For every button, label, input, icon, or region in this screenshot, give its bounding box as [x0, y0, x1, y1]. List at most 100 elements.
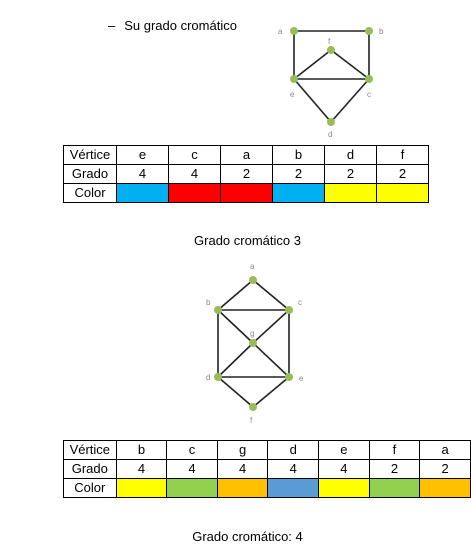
table-1-degree-row: Grado 4 4 2 2 2 2 [63, 164, 429, 184]
table-2-color-swatch [318, 478, 370, 498]
table-1-header-vertex: Vértice [63, 145, 117, 165]
node-e [285, 373, 293, 381]
edge-e-f [252, 376, 290, 408]
edge-f-c [330, 49, 370, 80]
table-2-header-degree: Grado [63, 459, 117, 479]
caption-1: Grado cromático 3 [194, 233, 301, 248]
table-1-vertex-cell: d [324, 145, 377, 165]
table-2-degree-cell: 2 [419, 459, 471, 479]
table-1-degree-cell: 4 [168, 164, 221, 184]
label-e: e [299, 374, 304, 383]
table-2-vertex-cell: c [166, 440, 218, 460]
table-2-degree-row: Grado 4 4 4 4 4 2 2 [63, 459, 471, 479]
table-2-color-swatch [368, 478, 421, 498]
table-2-vertex-row: Vértice b c g d e f a [63, 440, 471, 460]
table-2-degree-cell: 4 [166, 459, 218, 479]
table-1-vertex-cell: a [220, 145, 273, 165]
table-2-vertex-cell: b [115, 440, 168, 460]
edge-b-g [217, 309, 254, 344]
graph-2: a b c g d e f [206, 262, 304, 425]
label-a: a [250, 262, 255, 271]
table-2-color-swatch [115, 478, 168, 498]
table-1-color-swatch [168, 183, 221, 203]
node-b [365, 27, 373, 35]
graph-1-edges [293, 30, 370, 123]
table-2-degree-cell: 2 [368, 459, 421, 479]
table-2-vertex-cell: f [368, 440, 421, 460]
table-2-color-swatch [267, 478, 320, 498]
edge-e-f [293, 49, 332, 80]
node-d [327, 118, 335, 126]
label-f: f [250, 416, 253, 425]
table-1-vertex-cell: e [116, 145, 169, 165]
label-d: d [328, 130, 332, 139]
table-2-color-row: Color [63, 478, 471, 498]
label-c: c [367, 90, 371, 99]
table-1: Vértice e c a b d f Grado 4 4 2 2 2 2 Co… [63, 145, 429, 203]
table-1-degree-cell: 2 [324, 164, 377, 184]
edge-g-e [252, 342, 290, 378]
table-2-degree-cell: 4 [267, 459, 320, 479]
edge-g-d [217, 342, 254, 378]
table-2-header-vertex: Vértice [63, 440, 117, 460]
node-c [285, 306, 293, 314]
table-1-color-swatch [116, 183, 169, 203]
label-g: g [250, 329, 254, 338]
table-2-degree-cell: 4 [115, 459, 168, 479]
node-f [327, 46, 335, 54]
bullet-item: –Su grado cromático [108, 18, 237, 33]
table-2: Vértice b c g d e f a Grado 4 4 4 4 4 2 … [63, 440, 471, 498]
table-1-color-swatch [220, 183, 273, 203]
table-2-color-swatch [216, 478, 269, 498]
graph-1: a b f e c d [278, 27, 384, 139]
node-c [365, 75, 373, 83]
table-1-color-swatch [376, 183, 429, 203]
table-2-vertex-cell: g [216, 440, 269, 460]
edge-e-d [293, 78, 332, 123]
node-d [214, 373, 222, 381]
label-c: c [298, 298, 302, 307]
table-2-color-swatch [419, 478, 471, 498]
label-b: b [379, 27, 384, 36]
label-a: a [278, 27, 283, 36]
table-1-vertex-cell: c [168, 145, 221, 165]
table-1-degree-cell: 2 [220, 164, 273, 184]
graph-1-nodes [290, 27, 373, 126]
table-1-color-row: Color [63, 183, 429, 203]
caption-2: Grado cromático: 4 [192, 529, 303, 544]
table-1-degree-cell: 4 [116, 164, 169, 184]
node-e [290, 75, 298, 83]
table-2-color-swatch [166, 478, 218, 498]
table-2-vertex-cell: e [318, 440, 370, 460]
table-1-header-degree: Grado [63, 164, 117, 184]
label-e: e [290, 90, 295, 99]
node-g [249, 339, 257, 347]
label-d: d [206, 373, 210, 382]
edge-c-g [252, 309, 290, 344]
bullet-text: Su grado cromático [124, 18, 237, 33]
node-b [214, 306, 222, 314]
edge-c-d [330, 78, 370, 123]
table-1-color-swatch [272, 183, 325, 203]
table-1-vertex-cell: b [272, 145, 325, 165]
node-f [249, 403, 257, 411]
table-2-vertex-cell: d [267, 440, 320, 460]
node-a [249, 276, 257, 284]
table-2-vertex-cell: a [419, 440, 471, 460]
table-1-color-swatch [324, 183, 377, 203]
table-2-degree-cell: 4 [318, 459, 370, 479]
node-a [290, 27, 298, 35]
graph-2-edges [217, 279, 290, 408]
edge-d-f [217, 376, 254, 408]
table-2-header-color: Color [63, 478, 117, 498]
edge-a-b [217, 279, 254, 311]
bullet-dash: – [108, 18, 116, 33]
table-2-degree-cell: 4 [216, 459, 269, 479]
label-f: f [328, 37, 331, 46]
edge-a-c [252, 279, 290, 311]
table-1-degree-cell: 2 [272, 164, 325, 184]
table-1-header-color: Color [63, 183, 117, 203]
table-1-degree-cell: 2 [376, 164, 429, 184]
table-1-vertex-cell: f [376, 145, 429, 165]
graph-2-nodes [214, 276, 293, 411]
